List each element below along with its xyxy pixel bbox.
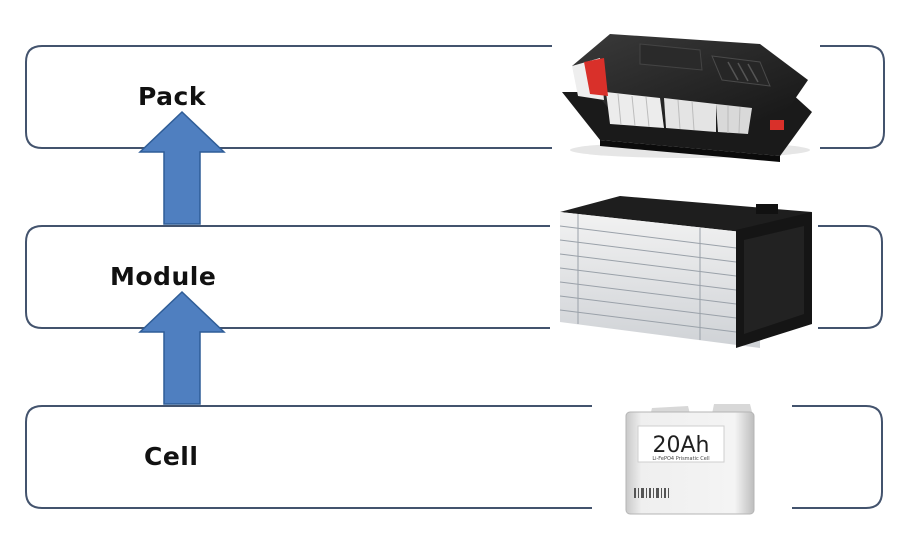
pack-red-connector (770, 120, 784, 130)
module-frame (25, 225, 883, 329)
pack-frame-right (820, 45, 885, 149)
pack-red-module (584, 58, 608, 96)
battery-module-image (559, 196, 812, 348)
battery-pack-image (562, 34, 812, 162)
cell-frame-left (25, 405, 592, 509)
cell-capacity-text: 20Ah (653, 433, 710, 458)
module-frame-left (25, 225, 550, 329)
module-label: Module (110, 262, 217, 291)
cell-frame (25, 405, 883, 509)
cell-frame-right (792, 405, 883, 509)
arrow-cell-to-module (138, 290, 226, 405)
pack-label: Pack (138, 82, 206, 111)
cell-label: Cell (144, 442, 199, 471)
pack-frame-left (25, 45, 552, 149)
battery-cell-image: 20Ah Li-FePO4 Prismatic Cell (625, 404, 755, 515)
pack-frame (25, 45, 885, 149)
cell-barcode (634, 488, 669, 498)
arrow-module-to-pack (138, 110, 226, 225)
module-frame-right (818, 225, 883, 329)
cell-caption-text: Li-FePO4 Prismatic Cell (652, 456, 709, 462)
